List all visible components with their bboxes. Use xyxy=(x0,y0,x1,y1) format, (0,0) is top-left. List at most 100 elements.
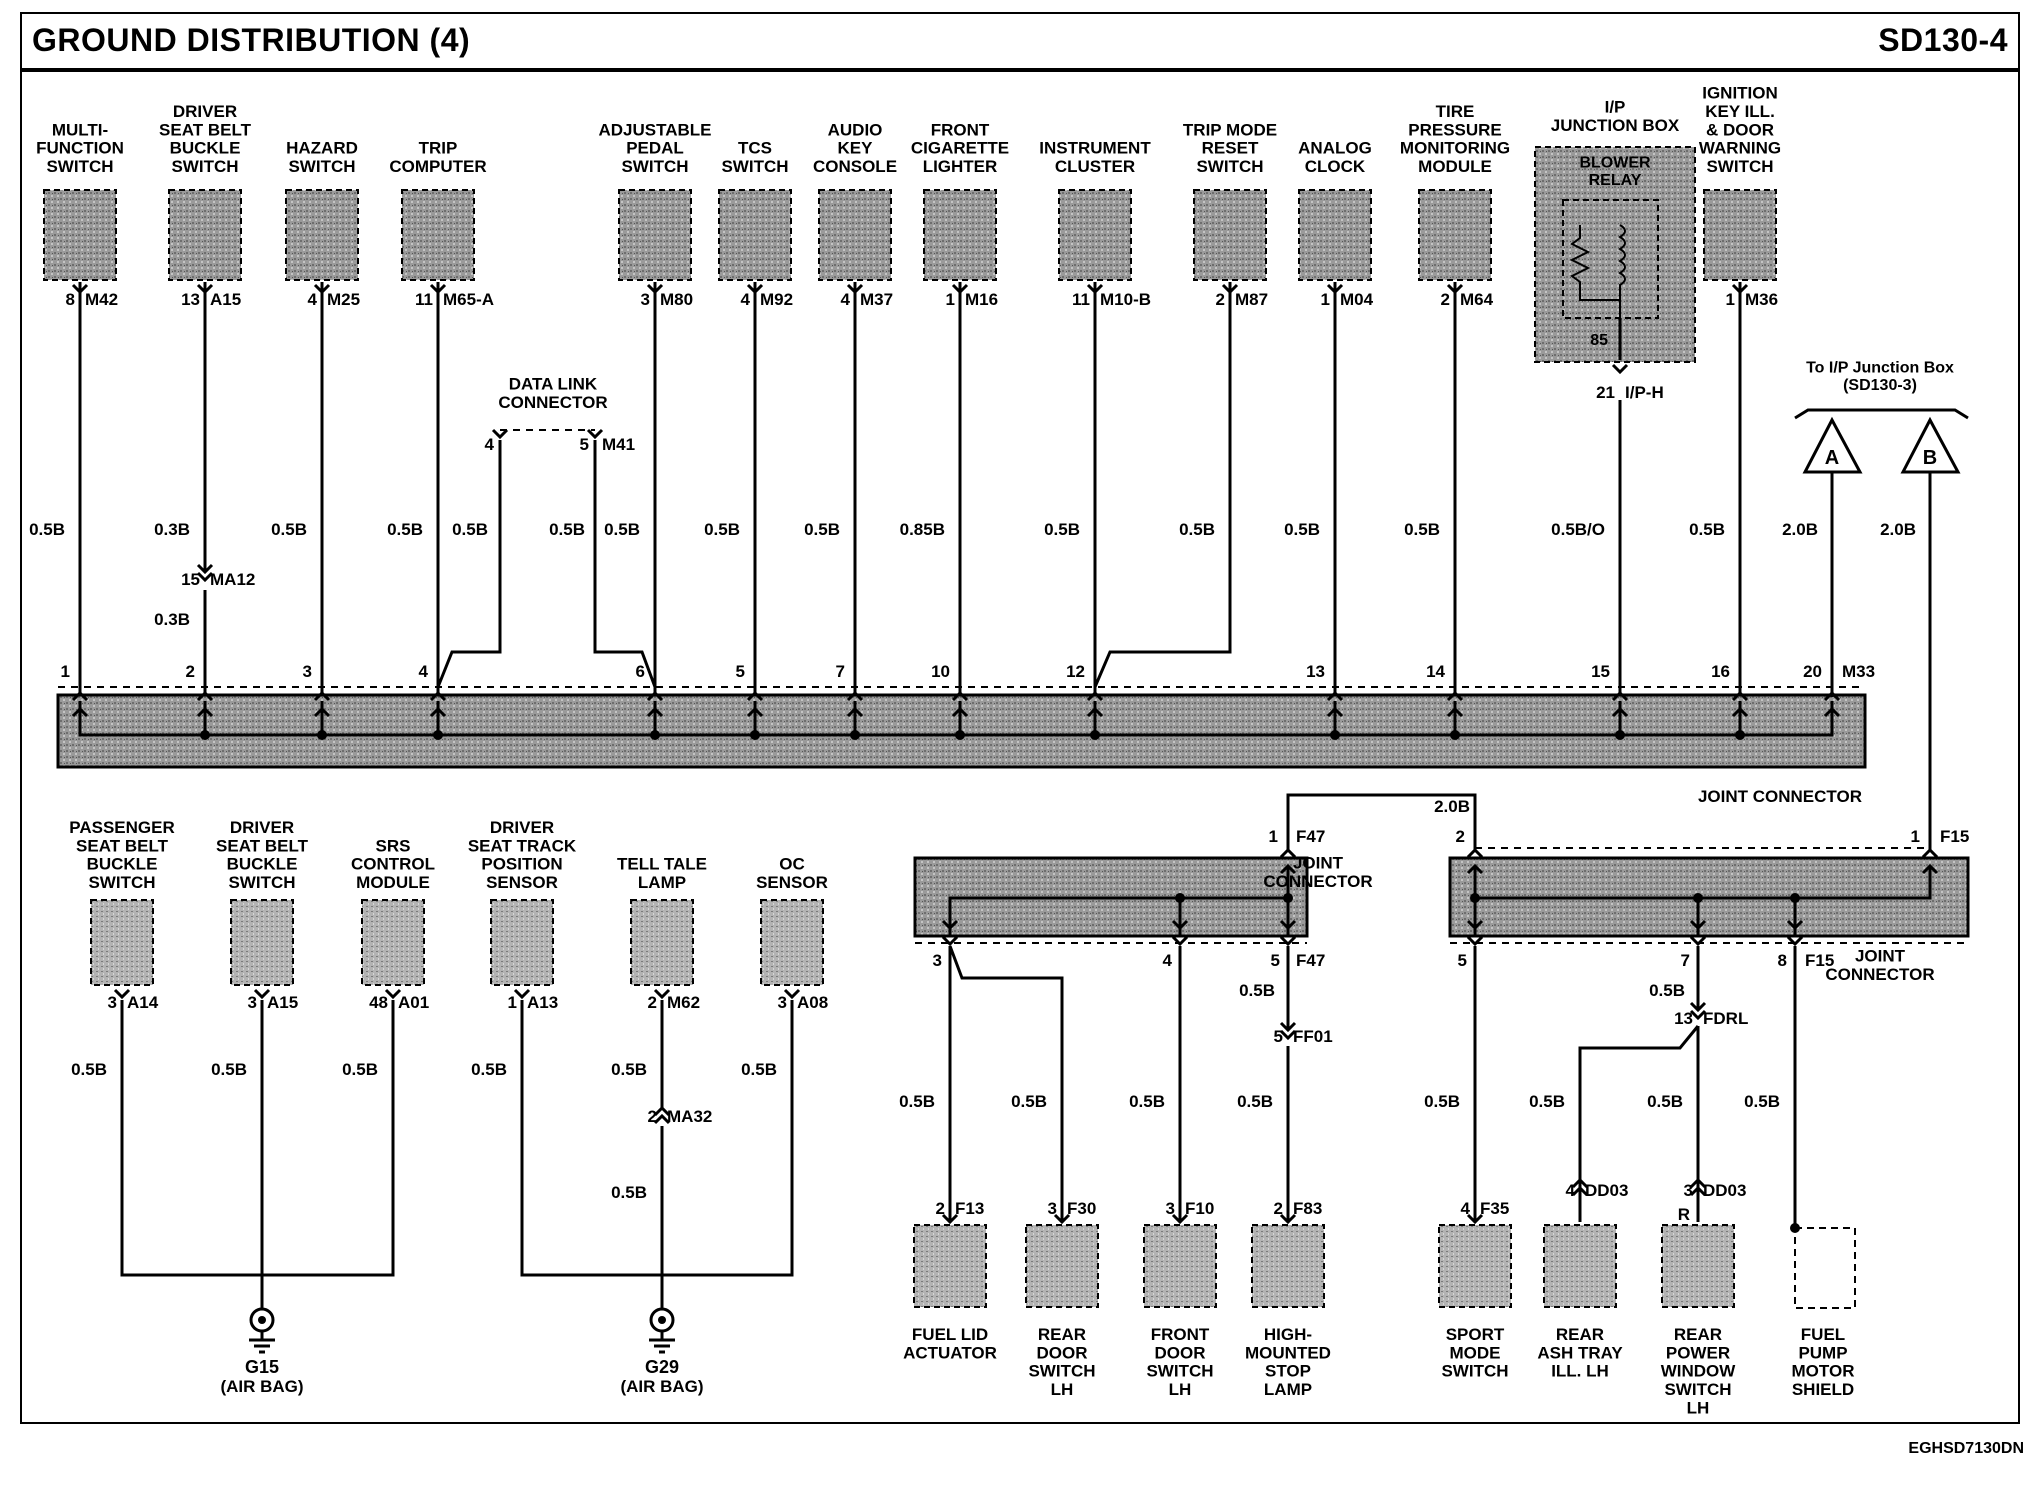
ground-terminal-center xyxy=(658,1316,666,1324)
bracket xyxy=(1794,408,1969,420)
pin-number: 1 xyxy=(946,290,955,309)
connector-id: DD03 xyxy=(1585,1181,1628,1200)
component-box xyxy=(923,189,997,281)
splice-dot xyxy=(1330,730,1340,740)
wire-size-label: 0.5B xyxy=(1404,520,1440,539)
pin-number: 13 xyxy=(181,290,200,309)
wire-size-label: 0.5B xyxy=(1237,1092,1273,1111)
wire-size-label: 0.5B xyxy=(452,520,488,539)
pin-number: 1 xyxy=(1726,290,1735,309)
pin-number: 3 xyxy=(933,951,942,970)
connector-symbol xyxy=(941,919,959,931)
component-box xyxy=(1025,1224,1099,1308)
wire-size-label: 0.5B xyxy=(611,1183,647,1202)
connector-symbol xyxy=(1786,935,1804,947)
connector-id: F13 xyxy=(955,1199,984,1218)
connector-symbol xyxy=(253,988,271,1000)
connector-symbol xyxy=(1466,919,1484,931)
wire-size-label: 0.5B xyxy=(71,1060,107,1079)
pin-number: 4 xyxy=(308,290,318,309)
component-box xyxy=(1703,189,1777,281)
component-box xyxy=(90,899,154,986)
connector-id: F15 xyxy=(1805,951,1834,970)
connector-id: F15 xyxy=(1940,827,1969,846)
wire-size-label: 0.3B xyxy=(154,520,190,539)
ground-name: G15 xyxy=(245,1357,279,1377)
pin-number: 11 xyxy=(415,290,433,309)
pin-number: 3 xyxy=(641,290,650,309)
wire-size-label: 0.5B xyxy=(1179,520,1215,539)
pin-number: 1 xyxy=(1269,827,1278,846)
connector-symbol xyxy=(491,428,509,440)
connector-symbol xyxy=(1446,690,1464,702)
header-rule xyxy=(20,68,2020,72)
wire-size-label: 2.0B xyxy=(1434,797,1470,816)
splice-dot xyxy=(433,730,443,740)
connector-id: FDRL xyxy=(1703,1009,1748,1028)
connector-symbol xyxy=(1171,919,1189,931)
connector-id: MA32 xyxy=(667,1107,712,1126)
inline-connector xyxy=(196,571,214,583)
connector-id: I/P-H xyxy=(1625,383,1664,402)
pin-number: 21 xyxy=(1596,383,1615,402)
connector-symbol xyxy=(1689,1185,1707,1197)
junction-ref-b-label: B xyxy=(1923,447,1937,469)
connector-id: M92 xyxy=(760,290,793,309)
connector-symbol xyxy=(1086,690,1104,702)
connector-id: M64 xyxy=(1460,290,1494,309)
inline-connector xyxy=(1689,1009,1707,1021)
connector-id: M65-A xyxy=(443,290,494,309)
connector-symbol xyxy=(951,690,969,702)
wire-size-label: 0.5B xyxy=(1129,1092,1165,1111)
component-box xyxy=(1193,189,1267,281)
connector-symbol xyxy=(1279,847,1297,859)
inline-connector xyxy=(1279,1029,1297,1041)
splice-dot xyxy=(850,730,860,740)
pin-number: 7 xyxy=(1681,951,1690,970)
wire-size-label: 0.5B xyxy=(1239,981,1275,1000)
connector-id: F35 xyxy=(1480,1199,1509,1218)
splice-dot xyxy=(1450,730,1460,740)
joint-pin-number: 6 xyxy=(636,662,645,681)
diagram-title: GROUND DISTRIBUTION (4) xyxy=(32,22,471,58)
connector-symbol xyxy=(1689,919,1707,931)
connector-symbol xyxy=(513,988,531,1000)
joint-pin-number: 5 xyxy=(736,662,745,681)
connector-id: DD03 xyxy=(1703,1181,1746,1200)
component-box xyxy=(1661,1224,1735,1308)
pin-number: 1 xyxy=(508,993,517,1012)
connector-symbol xyxy=(313,690,331,702)
connector-symbol xyxy=(1466,847,1484,859)
wire-size-label: 0.85B xyxy=(900,520,945,539)
wire-size-label: 0.5B xyxy=(1284,520,1320,539)
component-box xyxy=(818,189,892,281)
component-box xyxy=(1418,189,1492,281)
junction-box xyxy=(1534,146,1696,363)
connector-symbol xyxy=(113,988,131,1000)
splice-dot xyxy=(1735,730,1745,740)
splice-dot xyxy=(650,730,660,740)
splice-dot xyxy=(1615,730,1625,740)
connector-symbol xyxy=(1171,935,1189,947)
connector-symbol xyxy=(653,988,671,1000)
pin-number: 4 xyxy=(841,290,851,309)
connector-symbol xyxy=(1611,363,1629,375)
ground-terminal-center xyxy=(258,1316,266,1324)
component-box xyxy=(618,189,692,281)
connector-symbol xyxy=(1171,1213,1189,1225)
pin-number: 5 xyxy=(1274,1027,1283,1046)
joint-pin-number: 2 xyxy=(186,662,195,681)
pin-number: 4 xyxy=(741,290,751,309)
